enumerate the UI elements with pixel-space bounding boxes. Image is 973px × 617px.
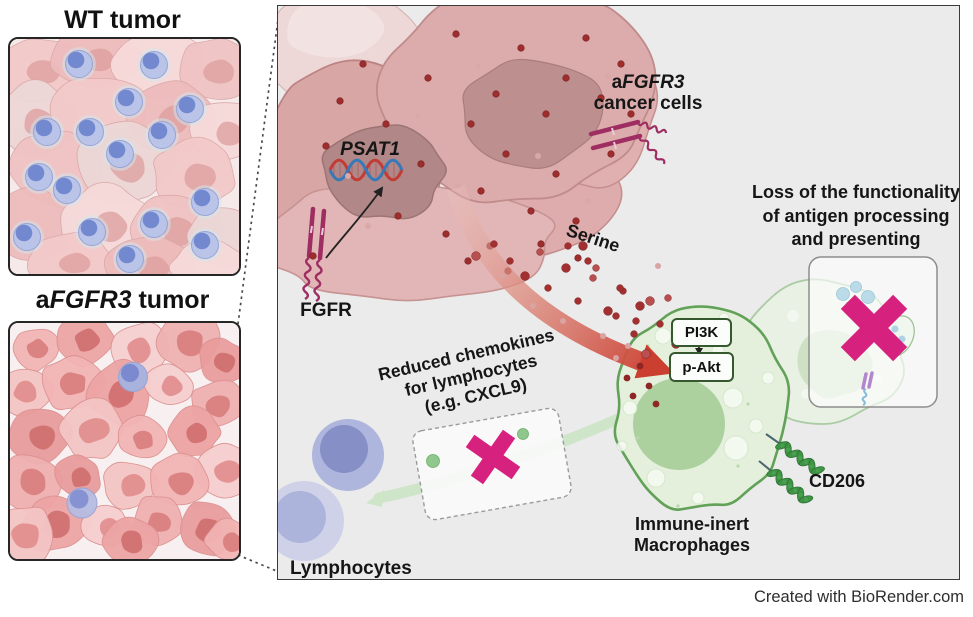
wt-lymphocytes xyxy=(10,47,222,274)
lymphocyte-cell xyxy=(118,362,148,392)
cd206-label: CD206 xyxy=(809,471,866,491)
cd206-receptors xyxy=(758,433,825,504)
lymphocyte-cell xyxy=(50,173,84,207)
afgfr3-lymphocytes xyxy=(66,362,148,519)
lymphocyte-cell xyxy=(62,47,96,81)
lymphocytes-label: Lymphocytes xyxy=(290,558,412,579)
lymphocyte-cell xyxy=(137,207,171,241)
lymphocyte-cell xyxy=(188,228,222,262)
afgfr3-title-gene: FGFR3 xyxy=(49,286,132,314)
afgfr3-cancer-cells xyxy=(10,323,239,559)
lymphocyte-cell xyxy=(112,85,146,119)
wt-tumor-panel xyxy=(8,37,241,276)
connector-line-top xyxy=(237,11,280,325)
cancer-cell-mass xyxy=(278,6,659,302)
afgfr3-title-prefix: a xyxy=(35,286,50,314)
pi3k-signal-box: PI3K xyxy=(671,318,732,347)
lymphocyte-cell xyxy=(173,92,207,126)
loss-line1: Loss of the functionality xyxy=(751,182,960,202)
immune-line2: Macrophages xyxy=(633,535,751,555)
cancer-cells-gene: FGFR3 xyxy=(622,72,685,93)
fgfr-receptor-label: FGFR xyxy=(300,300,352,321)
lymphocyte-cell xyxy=(10,220,44,254)
afgfr3-tumor-panel xyxy=(8,321,241,561)
serine-flux-arrow xyxy=(446,185,675,379)
loss-of-function-caption: Loss of the functionality of antigen pro… xyxy=(736,181,960,252)
wt-tumor-illustration xyxy=(10,39,239,274)
blocked-chemokine-panel xyxy=(412,407,572,521)
cancer-cells-line2: cancer cells xyxy=(593,93,703,114)
loss-line3: and presenting xyxy=(791,229,921,249)
cancer-cells-line1: aFGFR3 xyxy=(573,72,723,93)
cancer-cells-label: aFGFR3 cancer cells xyxy=(573,72,723,114)
immune-inert-macrophages-label: Immune-inert Macrophages xyxy=(622,514,762,556)
psat1-induction-arrow xyxy=(325,186,384,259)
lymphocytes xyxy=(278,419,384,561)
pink-x-mark xyxy=(465,429,521,485)
lymphocyte-cell xyxy=(113,242,147,274)
psat1-gene-label: PSAT1 xyxy=(340,139,400,160)
lymphocyte-cell xyxy=(22,160,56,194)
serine-dots-stream xyxy=(471,228,681,408)
biorender-credit: Created with BioRender.com xyxy=(753,588,964,606)
afgfr3-receptor xyxy=(588,119,668,165)
lymphocyte-cell xyxy=(75,215,109,249)
pink-x-mark xyxy=(840,294,908,362)
lymphocyte-cell xyxy=(188,185,222,219)
mechanism-panel: PSAT1 FGFR aFGFR3 cancer cells Serine Lo… xyxy=(277,5,960,580)
immune-line1: Immune-inert xyxy=(634,514,749,534)
lymphocyte-cell xyxy=(30,115,64,149)
fgfr-receptor xyxy=(302,206,327,303)
mechanism-illustration xyxy=(278,6,938,561)
loss-line2: of antigen processing xyxy=(762,205,950,226)
cancer-cells-prefix: a xyxy=(611,72,623,93)
p-akt-signal-box: p-Akt xyxy=(669,352,734,382)
lymphocyte-cell xyxy=(103,137,137,171)
afgfr3-tumor-title: aFGFR3 tumor xyxy=(8,286,237,315)
connector-line-bottom xyxy=(237,554,280,573)
wt-tumor-title: WT tumor xyxy=(64,6,181,34)
lymphocyte-cell xyxy=(137,48,171,82)
lymphocyte-cell xyxy=(145,118,179,152)
lymphocyte-cell xyxy=(66,487,98,519)
psat1-dna-helix xyxy=(325,158,404,259)
afgfr3-tumor-illustration xyxy=(10,323,239,559)
afgfr3-title-suffix: tumor xyxy=(131,286,210,314)
lymphocyte-cell xyxy=(73,115,107,149)
